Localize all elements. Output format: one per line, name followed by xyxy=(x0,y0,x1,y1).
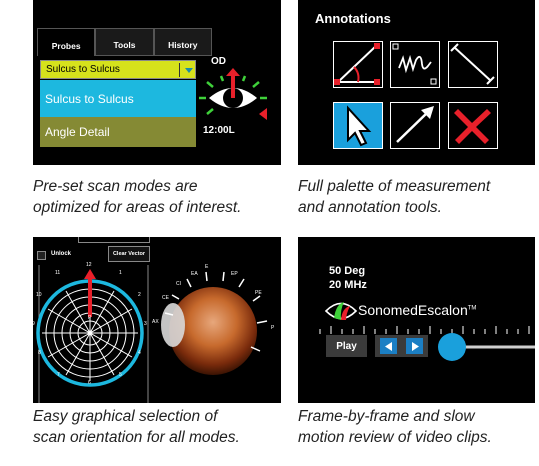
brand-text: SonomedEscalon xyxy=(358,302,468,318)
caption-line-1: Frame-by-frame and slow xyxy=(298,408,475,425)
clock-number-1: 1 xyxy=(119,270,122,276)
slider-handle[interactable] xyxy=(438,333,466,361)
chevron-down-icon[interactable] xyxy=(185,68,193,73)
delete-icon xyxy=(454,109,491,144)
play-button[interactable]: Play xyxy=(326,335,367,357)
clock-number-4: 4 xyxy=(138,350,141,356)
clock-number-7: 7 xyxy=(57,372,60,378)
tab-bar: Probes Tools History xyxy=(37,28,212,56)
scan-mode-dropdown[interactable]: Sulcus to Sulcus xyxy=(40,60,196,79)
tab-probes[interactable]: Probes xyxy=(37,28,96,56)
caption-line-2: optimized for areas of interest. xyxy=(33,199,242,216)
globe-label-ce: CE xyxy=(162,295,169,301)
caption-video: Frame-by-frame and slow motion review of… xyxy=(298,406,492,448)
arrow-annotation-icon xyxy=(396,106,434,143)
tab-history[interactable]: History xyxy=(153,28,212,56)
clock-number-5: 5 xyxy=(119,372,122,378)
previous-frame-icon xyxy=(384,341,392,351)
pointer-tool-button[interactable] xyxy=(333,102,383,149)
frame-step-controls xyxy=(375,335,428,357)
globe-label-ea: EA xyxy=(191,271,198,277)
option-angle-detail[interactable]: Angle Detail xyxy=(40,117,196,147)
unlock-label: Unlock xyxy=(51,251,72,257)
caption-line-1: Full palette of measurement xyxy=(298,178,491,195)
toolbar-frame xyxy=(78,237,150,243)
clock-number-11: 11 xyxy=(55,270,61,276)
annotations-title: Annotations xyxy=(315,11,391,26)
trademark-mark: TM xyxy=(467,305,477,312)
playback-slider[interactable] xyxy=(436,331,535,363)
globe-label-ci: CI xyxy=(176,281,181,287)
scan-orientation-panel: Unlock Clear Vector 12 1 2 3 4 5 6 7 8 9… xyxy=(33,237,281,403)
globe-label-p: P xyxy=(271,325,275,331)
frequency-readout: 20 MHz xyxy=(329,279,367,291)
brand-name: SonomedEscalonTM xyxy=(358,302,476,318)
video-review-panel: 50 Deg 20 MHz SonomedEscalonTM Play xyxy=(298,237,535,403)
caption-annotations: Full palette of measurement and annotati… xyxy=(298,176,490,218)
clear-vector-button[interactable]: Clear Vector xyxy=(108,246,150,262)
caption-line-2: and annotation tools. xyxy=(298,199,442,216)
caption-scan-modes: Pre-set scan modes are optimized for are… xyxy=(33,176,242,218)
globe-label-ep: EP xyxy=(231,271,238,277)
clock-number-10: 10 xyxy=(36,292,42,298)
eye-orientation-icon[interactable] xyxy=(193,68,273,128)
caption-line-1: Easy graphical selection of xyxy=(33,408,218,425)
clock-number-2: 2 xyxy=(138,292,141,298)
angle-tool-button[interactable] xyxy=(333,41,383,88)
eye-globe-diagram xyxy=(161,271,268,375)
globe-label-pe: PE xyxy=(255,290,262,296)
caption-line-2: motion review of video clips. xyxy=(298,429,492,446)
center-label: P xyxy=(88,315,92,321)
clock-number-8: 8 xyxy=(38,350,41,356)
clock-number-12: 12 xyxy=(86,262,92,268)
caption-line-1: Pre-set scan modes are xyxy=(33,178,198,195)
clock-number-6: 6 xyxy=(88,380,91,386)
pointer-icon xyxy=(347,105,372,147)
scan-mode-panel: Probes Tools History Sulcus to Sulcus Su… xyxy=(33,0,281,165)
annotations-panel: Annotations xyxy=(298,0,535,165)
clock-number-3: 3 xyxy=(144,321,147,327)
line-measure-icon xyxy=(450,43,495,85)
next-frame-button[interactable] xyxy=(406,338,423,354)
angle-readout: 50 Deg xyxy=(329,265,366,277)
globe-label-e: E xyxy=(205,264,209,270)
unlock-checkbox[interactable] xyxy=(37,251,46,260)
tab-tools[interactable]: Tools xyxy=(95,28,154,56)
globe-label-ax: AX xyxy=(152,319,159,325)
freehand-tool-icon xyxy=(392,43,437,85)
orientation-dial[interactable] xyxy=(33,265,163,403)
eye-label: OD xyxy=(211,56,226,67)
dropdown-value: Sulcus to Sulcus xyxy=(46,64,120,75)
caption-line-2: scan orientation for all modes. xyxy=(33,429,240,446)
arrow-annotation-button[interactable] xyxy=(390,102,440,149)
clock-position-label: 12:00L xyxy=(203,125,235,136)
frame-ruler xyxy=(319,326,530,334)
line-measure-tool-button[interactable] xyxy=(448,41,498,88)
previous-frame-button[interactable] xyxy=(380,338,397,354)
dropdown-separator xyxy=(179,63,180,77)
sonomed-logo-icon xyxy=(324,302,358,320)
angle-tool-icon xyxy=(334,43,380,85)
clock-number-9: 9 xyxy=(33,321,35,327)
freehand-tool-button[interactable] xyxy=(390,41,440,88)
delete-annotation-button[interactable] xyxy=(448,102,498,149)
next-frame-icon xyxy=(411,341,419,351)
option-sulcus-to-sulcus[interactable]: Sulcus to Sulcus xyxy=(40,80,196,117)
caption-orientation: Easy graphical selection of scan orienta… xyxy=(33,406,240,448)
